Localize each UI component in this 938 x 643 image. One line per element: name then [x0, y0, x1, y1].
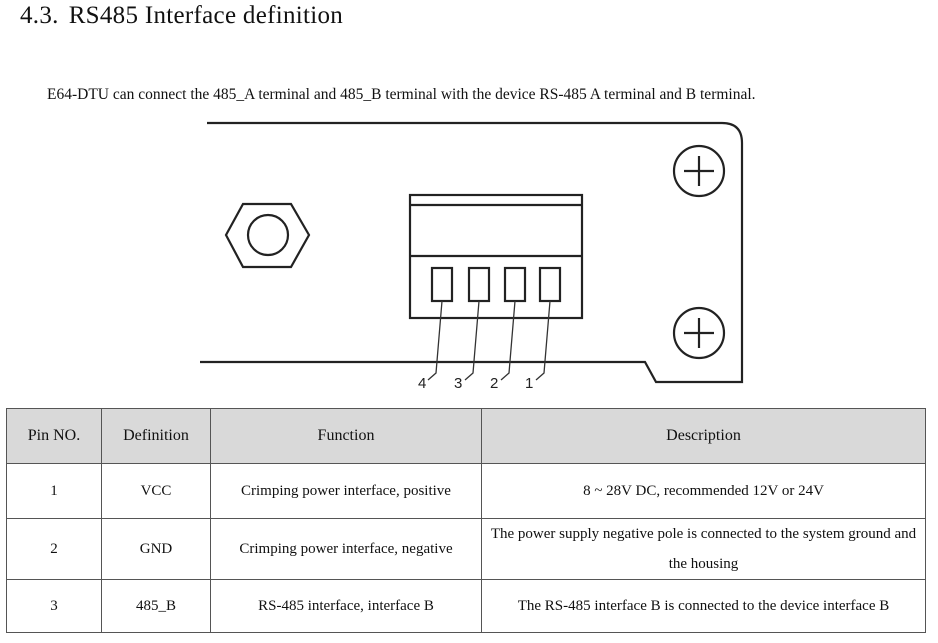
table-row: 1 VCC Crimping power interface, positive…	[6, 463, 926, 519]
cell-pin: 3	[6, 579, 102, 633]
cell-definition: VCC	[101, 463, 211, 519]
hex-nut-icon	[224, 202, 311, 269]
pin-label-3: 3	[454, 375, 462, 392]
section-title: RS485 Interface definition	[68, 2, 344, 29]
terminal-slot-2	[503, 266, 527, 303]
cell-pin: 2	[6, 518, 102, 580]
header-description: Description	[481, 408, 926, 464]
screw-top-icon	[672, 144, 726, 198]
cell-description: The power supply negative pole is connec…	[481, 518, 926, 580]
cell-description: 8 ~ 28V DC, recommended 12V or 24V	[481, 463, 926, 519]
screw-bottom-icon	[672, 306, 726, 360]
leader-line-1	[535, 300, 551, 381]
cell-definition: 485_B	[101, 579, 211, 633]
pin-label-1: 1	[525, 375, 533, 392]
cell-pin: 1	[6, 463, 102, 519]
leader-line-2	[500, 300, 516, 381]
terminal-slot-4	[430, 266, 454, 303]
leader-line-4	[427, 300, 443, 381]
cell-definition: GND	[101, 518, 211, 580]
table-row: 2 GND Crimping power interface, negative…	[6, 518, 926, 580]
intro-paragraph: E64-DTU can connect the 485_A terminal a…	[47, 86, 756, 103]
pin-label-2: 2	[490, 375, 498, 392]
header-pin-no: Pin NO.	[6, 408, 102, 464]
housing-outline	[200, 121, 744, 384]
nut-hole-icon	[246, 213, 290, 257]
terminal-slot-3	[467, 266, 491, 303]
cell-function: Crimping power interface, positive	[210, 463, 482, 519]
table-header-row: Pin NO. Definition Function Description	[6, 408, 926, 464]
pin-label-4: 4	[418, 375, 426, 392]
section-number: 4.3.	[20, 2, 59, 29]
table-row: 3 485_B RS-485 interface, interface B Th…	[6, 579, 926, 633]
cell-description: The RS-485 interface B is connected to t…	[481, 579, 926, 633]
cell-function: RS-485 interface, interface B	[210, 579, 482, 633]
leader-line-3	[464, 300, 480, 381]
header-function: Function	[210, 408, 482, 464]
cell-function: Crimping power interface, negative	[210, 518, 482, 580]
pin-definition-table: Pin NO. Definition Function Description …	[6, 408, 926, 633]
section-heading: 4.3. RS485 Interface definition	[20, 2, 343, 30]
rs485-terminal-diagram: 4 3 2 1	[200, 121, 744, 392]
header-definition: Definition	[101, 408, 211, 464]
terminal-slot-1	[538, 266, 562, 303]
